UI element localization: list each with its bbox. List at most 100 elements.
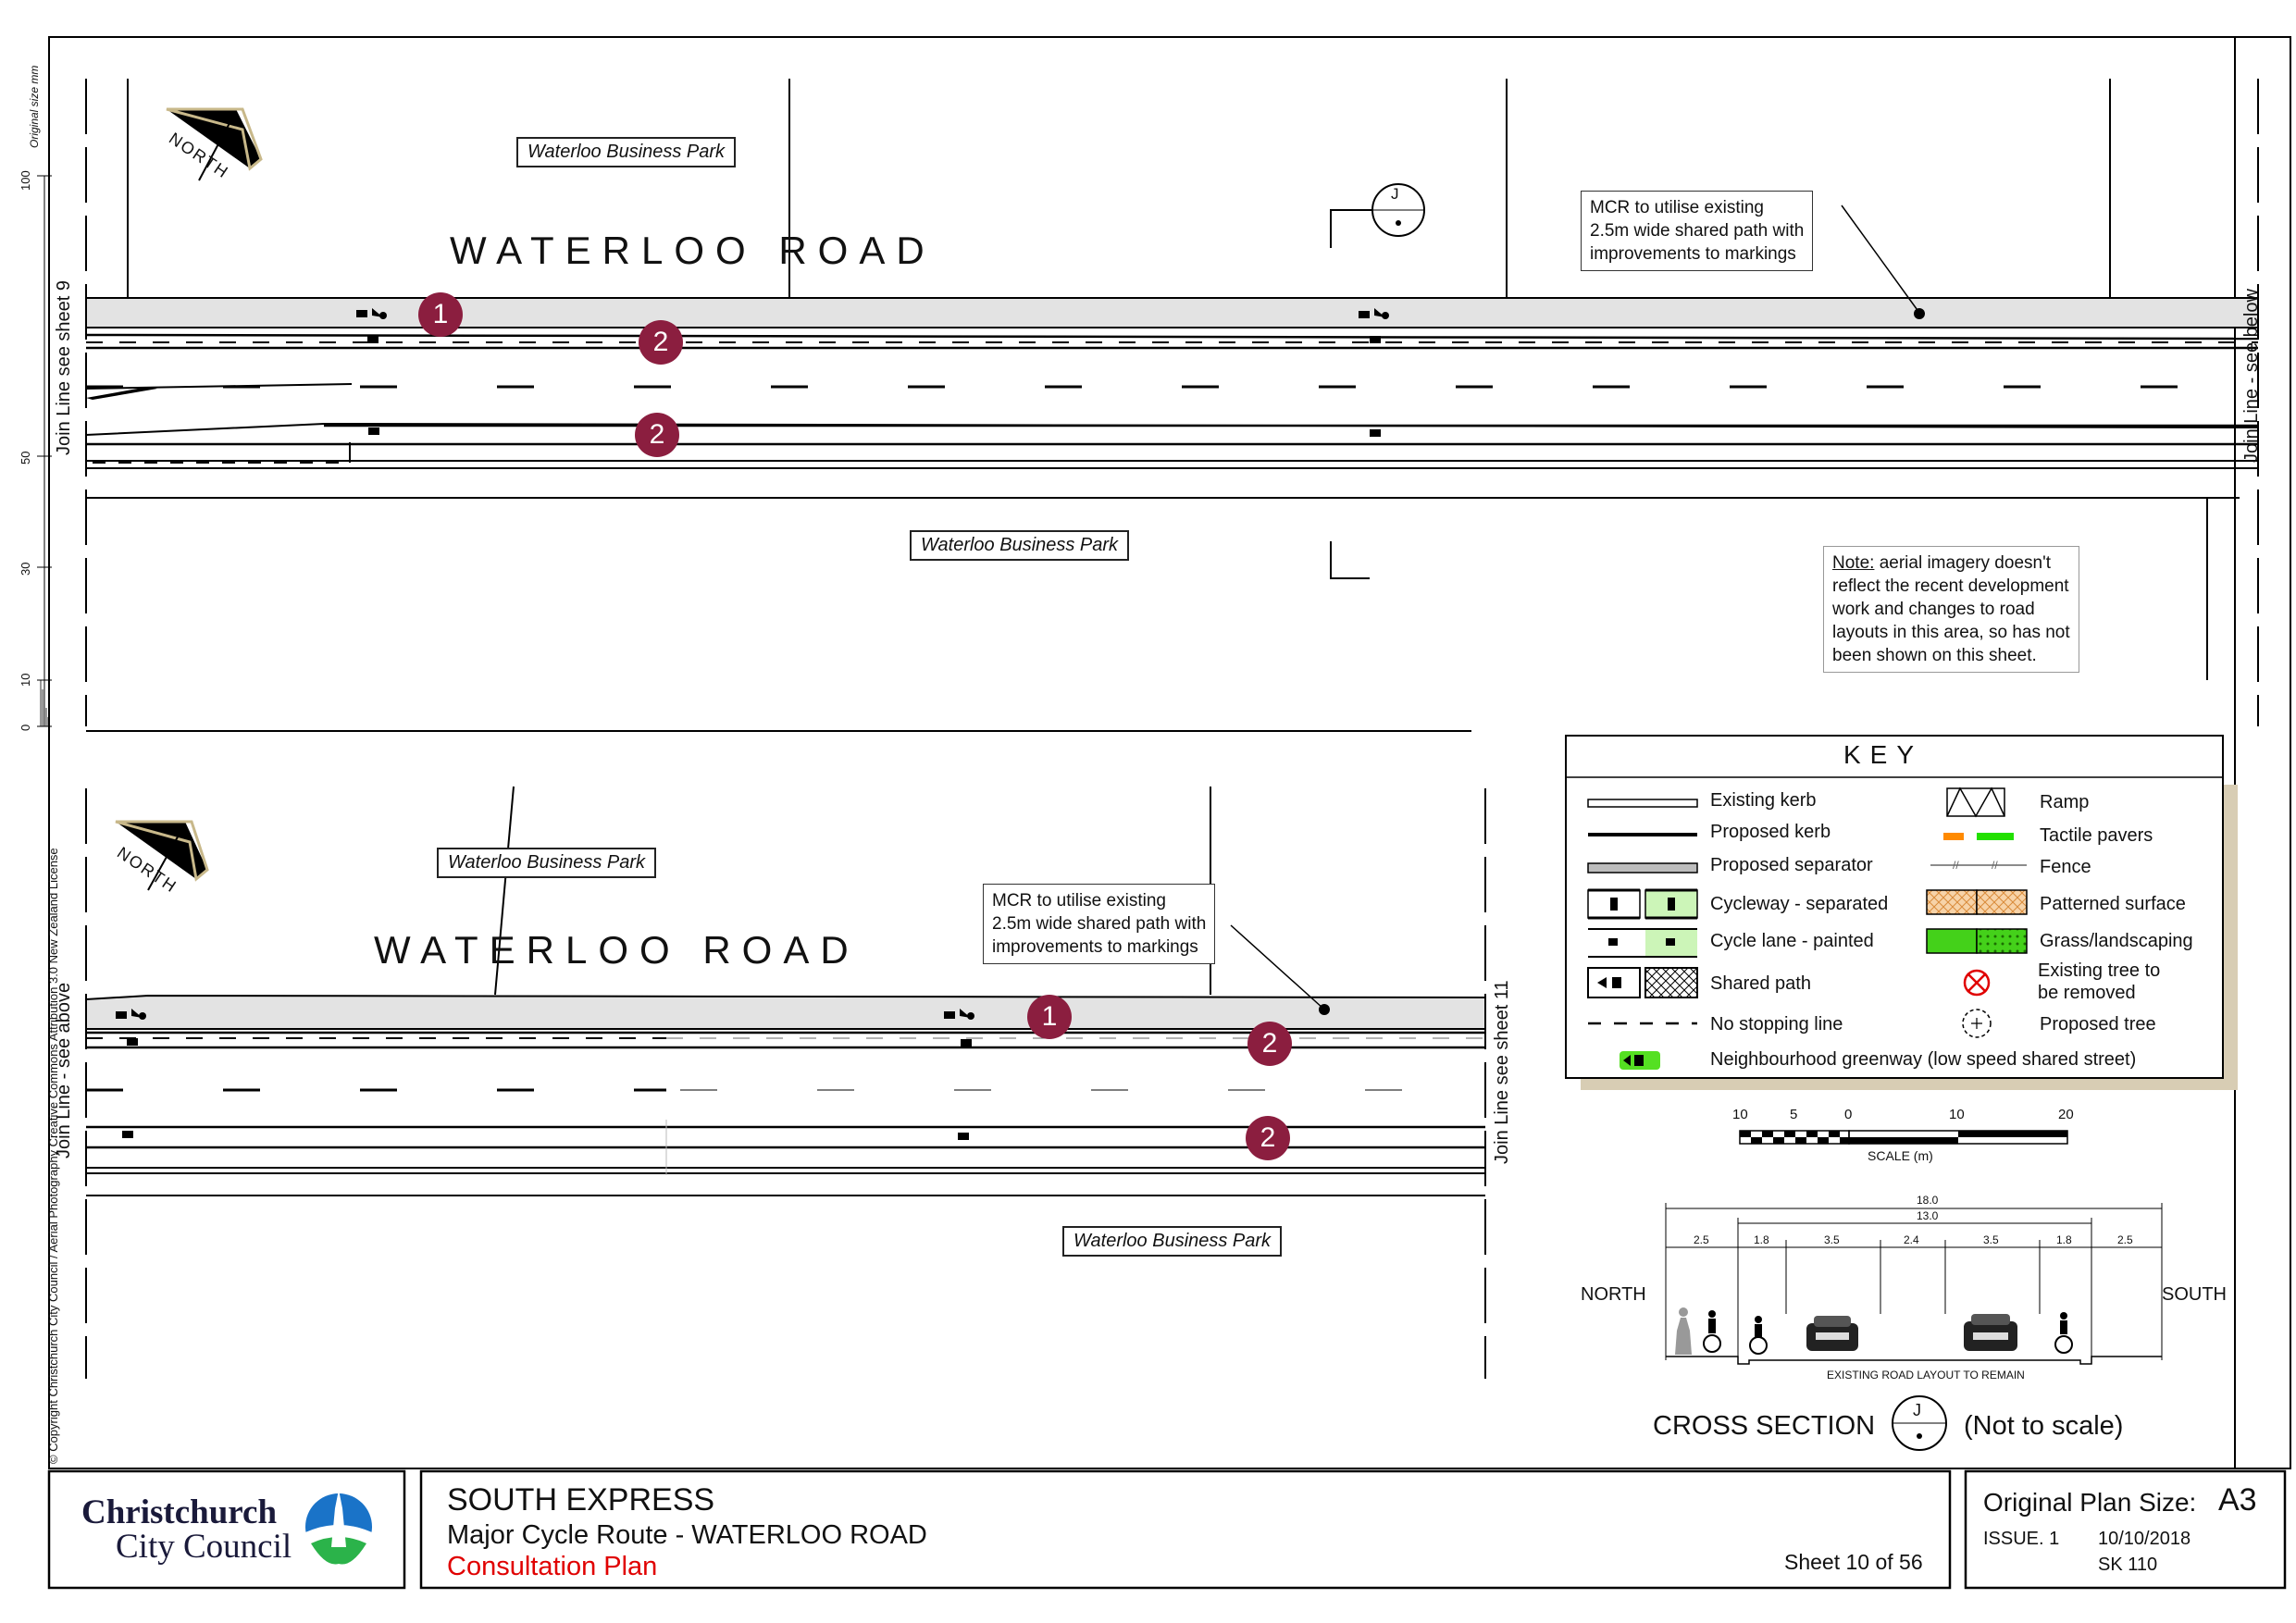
- road-name-top: WATERLOO ROAD: [450, 229, 936, 272]
- cross-section-graphics: [1665, 1203, 2163, 1451]
- project-title: SOUTH EXPRESS: [447, 1482, 715, 1518]
- ruler-tick-100: 100: [19, 170, 32, 191]
- scale-unit: SCALE (m): [1868, 1148, 1933, 1163]
- key-existing-tree-1: Existing tree to: [2038, 960, 2161, 981]
- svg-text://: //: [1953, 859, 1959, 872]
- sheet-number: Sheet 10 of 56: [1784, 1550, 1923, 1574]
- xs-total-width: 18.0: [1917, 1194, 1939, 1207]
- callout-line-1: MCR to utilise existing: [1590, 198, 1764, 217]
- scale-label-10a: 10: [1732, 1107, 1748, 1122]
- note-line-4: layouts in this area, so has not: [1832, 623, 2070, 642]
- shared-path-top: [85, 297, 2259, 328]
- key-proposed-kerb: Proposed kerb: [1710, 822, 1831, 842]
- bottom-plan: [85, 786, 1486, 1379]
- xs-dim-2: 1.8: [1754, 1233, 1769, 1246]
- key-box-graphics: // //: [1565, 735, 2238, 1090]
- scale-ruler: [37, 175, 52, 727]
- key-proposed-separator: Proposed separator: [1710, 855, 1873, 875]
- aerial-note: Note: aerial imagery doesn't reflect the…: [1823, 546, 2079, 673]
- join-line-top-left: Join Line see sheet 9: [54, 279, 74, 455]
- not-to-scale: (Not to scale): [1964, 1411, 2124, 1441]
- ruler-tick-0: 0: [19, 724, 32, 731]
- xs-dim-7: 2.5: [2117, 1233, 2133, 1246]
- svg-text://: //: [1992, 859, 1998, 872]
- north-arrow-icon: [166, 107, 263, 181]
- business-park-label-bottom-north: Waterloo Business Park: [437, 848, 657, 878]
- xs-dim-3: 3.5: [1824, 1233, 1840, 1246]
- join-line-top-right: Join Line - see below: [2241, 289, 2262, 463]
- key-existing-kerb: Existing kerb: [1710, 790, 1817, 811]
- sheet-frame: [48, 36, 2291, 1469]
- xs-section-marker: J: [1913, 1401, 1921, 1419]
- issue-date: 10/10/2018: [2098, 1529, 2191, 1549]
- xs-caption: EXISTING ROAD LAYOUT TO REMAIN: [1827, 1369, 2025, 1381]
- xs-dim-4: 2.4: [1904, 1233, 1919, 1246]
- marker-2-bottom-b: 2: [1246, 1116, 1290, 1160]
- mcr-callout-top: MCR to utilise existing 2.5m wide shared…: [1581, 191, 1814, 271]
- callout-b-line-3: improvements to markings: [992, 937, 1198, 957]
- key-existing-tree-2: be removed: [2038, 983, 2136, 1003]
- cycle-symbols-top: [356, 308, 1389, 437]
- plan-size-label: Original Plan Size:: [1983, 1488, 2197, 1517]
- key-shared-path: Shared path: [1710, 973, 1811, 994]
- marker-1-top: 1: [418, 292, 463, 337]
- note-first-rest: aerial imagery doesn't: [1874, 553, 2051, 573]
- key-title: KEY: [1843, 740, 1924, 769]
- council-name-1: Christchurch: [81, 1493, 278, 1531]
- ruler-tick-30: 30: [19, 562, 32, 576]
- note-line-2: reflect the recent development: [1832, 576, 2069, 596]
- cross-section-title: CROSS SECTION: [1653, 1411, 1876, 1441]
- marker-1-bottom: 1: [1027, 995, 1072, 1039]
- cycle-symbols-bottom: [116, 1009, 974, 1140]
- business-park-label-bottom-south: Waterloo Business Park: [1062, 1226, 1283, 1257]
- key-cycleway-separated: Cycleway - separated: [1710, 894, 1889, 914]
- marker-2-top-b: 2: [635, 413, 679, 457]
- callout-line-2: 2.5m wide shared path with: [1590, 221, 1805, 241]
- key-proposed-tree: Proposed tree: [2040, 1014, 2156, 1035]
- join-line-bottom-right: Join Line see sheet 11: [1492, 980, 1512, 1164]
- ruler-title: Original size mm: [28, 65, 41, 148]
- council-name-2: City Council: [116, 1528, 292, 1566]
- xs-dim-1: 2.5: [1694, 1233, 1709, 1246]
- route-title: Major Cycle Route - WATERLOO ROAD: [447, 1520, 927, 1550]
- callout-b-line-2: 2.5m wide shared path with: [992, 914, 1207, 934]
- scale-label-20: 20: [2058, 1107, 2074, 1122]
- scale-label-10b: 10: [1949, 1107, 1965, 1122]
- key-no-stopping-line: No stopping line: [1710, 1014, 1843, 1035]
- xs-carriageway-width: 13.0: [1917, 1209, 1939, 1222]
- north-arrow-icon-2: [115, 820, 209, 891]
- scale-bar-graphics: [1739, 1130, 2068, 1145]
- note-line-3: work and changes to road: [1832, 600, 2035, 619]
- xs-dim-5: 3.5: [1983, 1233, 1999, 1246]
- ruler-tick-10: 10: [19, 673, 32, 687]
- key-fence: Fence: [2040, 857, 2091, 877]
- title-block-graphics: [47, 1469, 2287, 1590]
- issue-number: ISSUE. 1: [1983, 1529, 2060, 1549]
- ruler-tick-50: 50: [19, 451, 32, 465]
- road-name-bottom: WATERLOO ROAD: [374, 928, 860, 972]
- key-tactile-pavers: Tactile pavers: [2040, 825, 2153, 846]
- note-line-5: been shown on this sheet.: [1832, 646, 2037, 665]
- key-neighbourhood-greenway: Neighbourhood greenway (low speed shared…: [1710, 1049, 2137, 1070]
- business-park-label-top-south: Waterloo Business Park: [910, 530, 1130, 561]
- xs-north: NORTH: [1581, 1284, 1646, 1305]
- mcr-callout-bottom: MCR to utilise existing 2.5m wide shared…: [983, 884, 1216, 964]
- scale-label-5: 5: [1790, 1107, 1798, 1122]
- marker-2-bottom-a: 2: [1247, 1022, 1292, 1066]
- key-ramp: Ramp: [2040, 792, 2090, 812]
- callout-b-line-1: MCR to utilise existing: [992, 891, 1166, 911]
- key-grass-landscaping: Grass/landscaping: [2040, 931, 2193, 951]
- note-line-1: Note: aerial imagery doesn't: [1832, 551, 2070, 575]
- callout-line-3: improvements to markings: [1590, 244, 1796, 264]
- note-title: Note:: [1832, 553, 1875, 573]
- xs-south: SOUTH: [2162, 1284, 2227, 1305]
- business-park-label-top-north: Waterloo Business Park: [516, 137, 737, 167]
- section-marker-label-top: J: [1391, 185, 1399, 203]
- plan-size-value: A3: [2218, 1482, 2257, 1518]
- plan-type: Consultation Plan: [447, 1552, 658, 1581]
- drawing-number: SK 110: [2098, 1555, 2158, 1575]
- key-cycle-lane-painted: Cycle lane - painted: [1710, 931, 1874, 951]
- marker-2-top-a: 2: [639, 320, 683, 365]
- scale-label-0: 0: [1844, 1107, 1853, 1122]
